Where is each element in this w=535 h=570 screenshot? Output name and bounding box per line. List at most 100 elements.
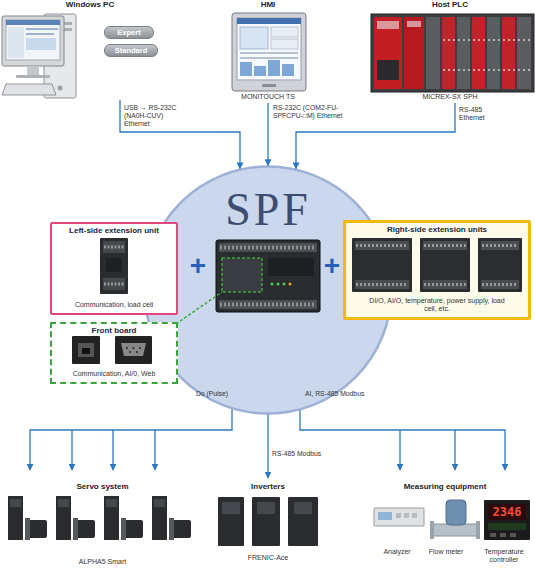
right-modules-illustration	[481, 241, 519, 250]
connector-label: RS-232C (COM2-FU-SPFCPU-□M) Ethernet	[273, 104, 365, 120]
servo-illustration	[104, 496, 119, 540]
right-modules-illustration	[424, 244, 466, 247]
measuring-illustration	[404, 513, 409, 518]
branch-arrows	[112, 430, 113, 470]
hmi-illustration	[271, 27, 298, 37]
servo-illustration	[169, 518, 174, 540]
front-board-illustration	[139, 347, 141, 349]
measuring-illustration	[510, 533, 516, 537]
hmi-illustration	[271, 39, 298, 49]
left-module-illustration	[100, 238, 128, 294]
branch-arrows	[454, 430, 455, 470]
host-plc-illustration	[487, 17, 500, 89]
right-modules-illustration	[352, 238, 412, 292]
measuring-illustration	[374, 500, 530, 540]
node-caption: MONITOUCH TS	[213, 93, 323, 101]
branch-arrows	[154, 430, 155, 470]
host-plc-illustration	[443, 69, 531, 71]
spf-controller-illustration	[216, 240, 320, 312]
servo-illustration	[106, 499, 117, 507]
branch-arrows	[71, 430, 72, 470]
node-caption: Analyzer	[369, 548, 425, 556]
node-caption: DI/O, AI/O, temperature, power supply, l…	[367, 297, 507, 313]
hmi-illustration	[240, 57, 298, 59]
hmi-illustration	[240, 27, 268, 49]
front-board-illustration	[72, 336, 152, 364]
servo-illustration	[73, 518, 78, 540]
host-plc-illustration	[407, 21, 421, 27]
left-module-illustration	[104, 246, 124, 249]
host-plc-illustration	[374, 17, 402, 89]
host-plc-illustration	[377, 60, 399, 80]
hmi-illustration	[232, 13, 306, 91]
connector-label: RS-485 Modbus	[272, 450, 342, 458]
measuring-illustration	[488, 504, 526, 520]
connector-arrow	[267, 415, 268, 479]
right-modules-illustration	[355, 280, 409, 289]
host-plc-illustration	[404, 17, 424, 89]
host-plc-illustration	[517, 17, 531, 89]
node-heading: Measuring equipment	[355, 482, 535, 491]
node-heading: Host PLC	[365, 0, 535, 9]
node-caption: Temperature controller	[475, 548, 533, 564]
connector-label: Do (Pulse)	[184, 390, 228, 398]
host-plc-illustration	[371, 14, 534, 92]
inverter-illustration	[294, 502, 312, 514]
pc-illustration	[16, 75, 50, 78]
pc-illustration	[2, 16, 64, 66]
hmi-illustration	[262, 84, 276, 87]
measuring-illustration	[484, 500, 530, 540]
node-caption: MICREX-SX SPH	[365, 93, 535, 101]
node-heading: Windows PC	[55, 0, 125, 9]
front-board-leader	[176, 292, 222, 324]
node-caption: FRENIC-Ace	[203, 554, 333, 562]
front-board-illustration	[115, 336, 152, 364]
right-modules-illustration	[423, 280, 467, 289]
front-board-box: Front boardCommunication, AI/0, Web	[50, 322, 178, 384]
mode-pill: Expert	[104, 26, 154, 39]
inverter-illustration	[252, 497, 280, 546]
host-plc-illustration	[457, 17, 470, 89]
right-modules-illustration	[424, 283, 466, 286]
pc-illustration	[6, 20, 60, 60]
hmi-illustration	[268, 60, 280, 76]
measuring-illustration	[374, 508, 424, 526]
mode-pill: Standard	[104, 44, 158, 57]
servo-illustration	[8, 496, 191, 540]
measuring-illustration	[500, 533, 506, 537]
servo-illustration	[25, 518, 30, 540]
spf-controller-illustration	[283, 283, 286, 286]
plus-sign: +	[322, 256, 342, 276]
measuring-illustration	[430, 521, 434, 539]
connector-arrow	[300, 410, 505, 470]
host-plc-illustration	[371, 14, 534, 92]
branch-arrows	[399, 430, 400, 470]
connector-label: RS-485 Ethernet	[459, 106, 501, 122]
front-board-illustration	[82, 348, 90, 354]
host-plc-illustration	[442, 17, 455, 89]
hmi-illustration	[240, 52, 298, 54]
right-modules-illustration	[478, 238, 522, 292]
front-board-illustration	[133, 347, 135, 349]
node-heading: HMI	[213, 0, 323, 9]
pc-illustration	[26, 38, 56, 50]
servo-illustration	[121, 518, 126, 540]
inverter-illustration	[257, 502, 275, 514]
spf-controller-illustration	[271, 283, 274, 286]
measuring-illustration	[476, 521, 480, 539]
pc-illustration	[8, 27, 24, 58]
spf-controller-illustration	[220, 303, 316, 307]
node-heading: Left-side extension unit	[52, 226, 176, 235]
spf-controller-illustration	[268, 258, 314, 276]
spf-controller-illustration	[289, 283, 292, 286]
front-board-leader	[176, 292, 222, 324]
inverter-illustration	[218, 497, 244, 546]
servo-illustration	[10, 499, 21, 507]
right-modules-illustration	[356, 283, 408, 286]
host-plc-illustration	[377, 21, 399, 29]
host-plc-illustration	[472, 17, 485, 89]
right-modules-illustration	[352, 238, 522, 292]
branch-arrows	[72, 430, 455, 470]
front-board-illustration	[129, 351, 131, 353]
